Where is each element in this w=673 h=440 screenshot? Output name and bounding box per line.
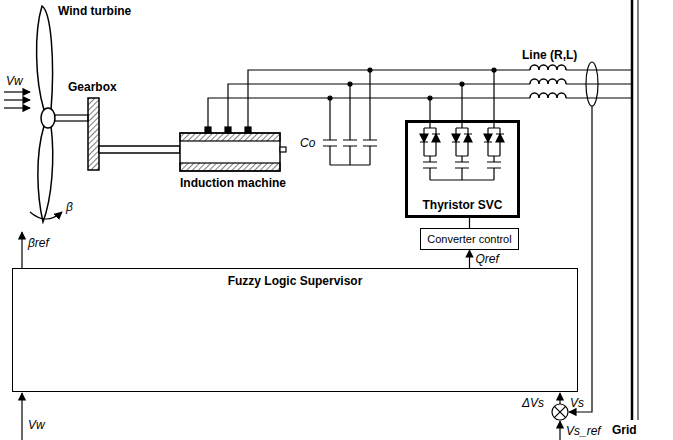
machine-terminal	[225, 127, 231, 133]
low-speed-shaft	[55, 115, 88, 121]
machine-terminal	[205, 127, 211, 133]
summing-cross	[554, 406, 565, 417]
thyristor-symbol	[420, 134, 440, 142]
node-text: Thyristor SVC	[422, 198, 502, 212]
supervisor-box: Fuzzy Logic Supervisor	[12, 268, 578, 392]
vs-feedback-wire	[569, 106, 592, 412]
turbine-blade	[38, 126, 53, 222]
vs-ref-arrow	[559, 421, 560, 440]
turbine-hub	[41, 108, 55, 128]
thyristor-symbol	[484, 134, 504, 142]
junction-dot	[348, 82, 352, 86]
component-label: Co	[300, 136, 315, 150]
wind-arrows	[4, 92, 30, 108]
grid-bus	[631, 0, 634, 420]
svc-box: Thyristor SVC	[405, 120, 520, 218]
gearbox	[88, 98, 99, 170]
capacitor-bank	[323, 68, 377, 165]
signal-name: Vs	[570, 396, 584, 410]
machine-terminal	[245, 127, 251, 133]
summing-junction	[552, 404, 568, 420]
signal-name: ΔVs	[522, 396, 544, 410]
turbine-blade	[37, 6, 53, 110]
svc-branch	[455, 84, 469, 180]
thyristor-symbol	[452, 134, 472, 142]
signal-name: Vs_ref	[566, 424, 601, 438]
junction-dot	[460, 82, 464, 86]
junction-dot	[492, 68, 496, 72]
signal-name: β	[66, 200, 73, 214]
junction-dot	[428, 96, 432, 100]
voltage-sensor	[586, 62, 598, 106]
line-inductor	[530, 65, 566, 70]
beta-ref-arrow	[21, 232, 22, 268]
control-box: Converter control	[420, 228, 519, 250]
signal-name: βref	[28, 236, 49, 250]
pitch-arrow	[30, 212, 62, 219]
svc-star-point	[430, 179, 494, 180]
signal-name: Vw	[6, 74, 23, 88]
component-label: Induction machine	[180, 176, 286, 190]
machine-hatch	[180, 163, 280, 171]
three-phase-bus	[208, 65, 632, 127]
capacitor-symbol	[343, 84, 357, 165]
signal-connector	[469, 218, 470, 228]
node-text: Converter control	[427, 233, 511, 245]
wind-speed-input	[21, 393, 22, 440]
star-point	[330, 164, 370, 165]
component-label: Wind turbine	[58, 4, 131, 18]
signal-connector	[469, 250, 470, 268]
signal-name: Qref	[475, 252, 500, 266]
induction-machine	[180, 133, 280, 171]
line-inductor	[530, 79, 566, 84]
component-label: Gearbox	[68, 80, 117, 94]
delta-vs-arrow	[559, 393, 560, 404]
node-text: Fuzzy Logic Supervisor	[228, 274, 363, 288]
capacitor-symbol	[323, 98, 337, 165]
grid-bus	[638, 0, 639, 420]
wind-arrow	[4, 107, 30, 108]
capacitor-symbol	[363, 70, 377, 165]
machine-stub	[280, 147, 286, 152]
wind-arrow	[4, 91, 30, 92]
svc-branch	[487, 70, 501, 180]
signal-name: Vw	[28, 418, 45, 432]
wind-arrow	[4, 99, 30, 100]
line-inductor	[530, 93, 566, 98]
junction-dot	[368, 68, 372, 72]
junction-dot	[328, 96, 332, 100]
machine-hatch	[180, 133, 280, 141]
high-speed-shaft	[99, 146, 180, 153]
svc-branches	[420, 68, 504, 180]
component-label: Line (R,L)	[522, 48, 577, 62]
component-label: Grid	[612, 423, 637, 437]
